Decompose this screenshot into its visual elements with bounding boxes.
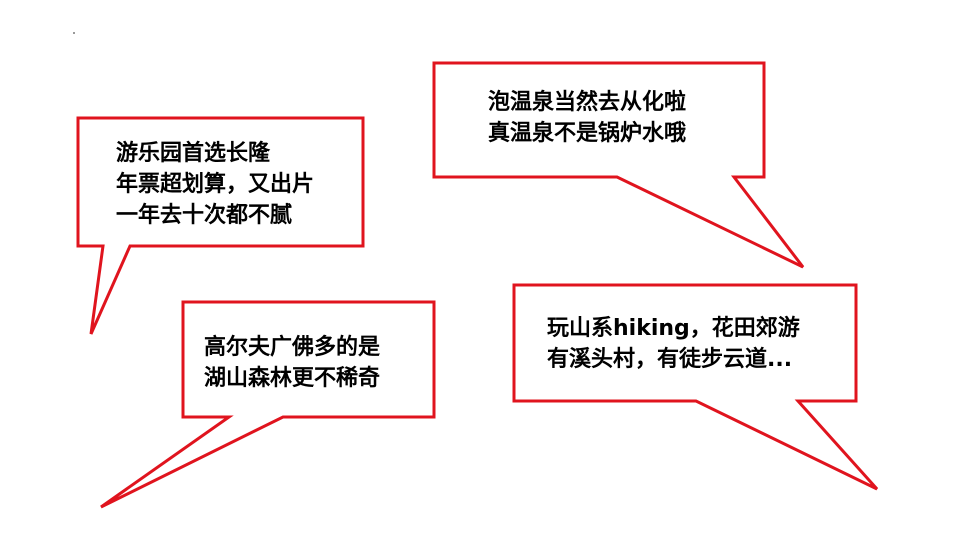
bubble-line: 一年去十次都不腻 — [116, 203, 293, 228]
bubble-line: 游乐园首选长隆 — [116, 141, 271, 166]
bubble-text-hot-spring: 泡温泉当然去从化啦 真温泉不是锅炉水哦 — [488, 87, 686, 149]
stray-dot — [73, 32, 75, 34]
bubble-text-hiking: 玩山系hiking，花田郊游 有溪头村，有徒步云道... — [547, 313, 800, 375]
bubble-line: 玩山系hiking，花田郊游 — [547, 316, 800, 341]
speech-bubble-hiking — [512, 283, 879, 491]
speech-bubble-golf — [100, 300, 436, 509]
speech-bubble-hot-spring — [432, 61, 805, 269]
bubble-line: 高尔夫广佛多的是 — [204, 335, 381, 360]
bubble-text-amusement-park: 游乐园首选长隆 年票超划算，又出片 一年去十次都不腻 — [116, 138, 314, 231]
bubble-line: 有溪头村，有徒步云道... — [547, 347, 793, 372]
speech-bubble-amusement-park — [76, 116, 365, 335]
bubble-line: 真温泉不是锅炉水哦 — [488, 121, 687, 146]
bubble-line: 年票超划算，又出片 — [116, 172, 315, 197]
bubble-line: 泡温泉当然去从化啦 — [488, 90, 687, 115]
bubble-text-golf: 高尔夫广佛多的是 湖山森林更不稀奇 — [204, 332, 380, 394]
bubble-line: 湖山森林更不稀奇 — [204, 366, 381, 391]
